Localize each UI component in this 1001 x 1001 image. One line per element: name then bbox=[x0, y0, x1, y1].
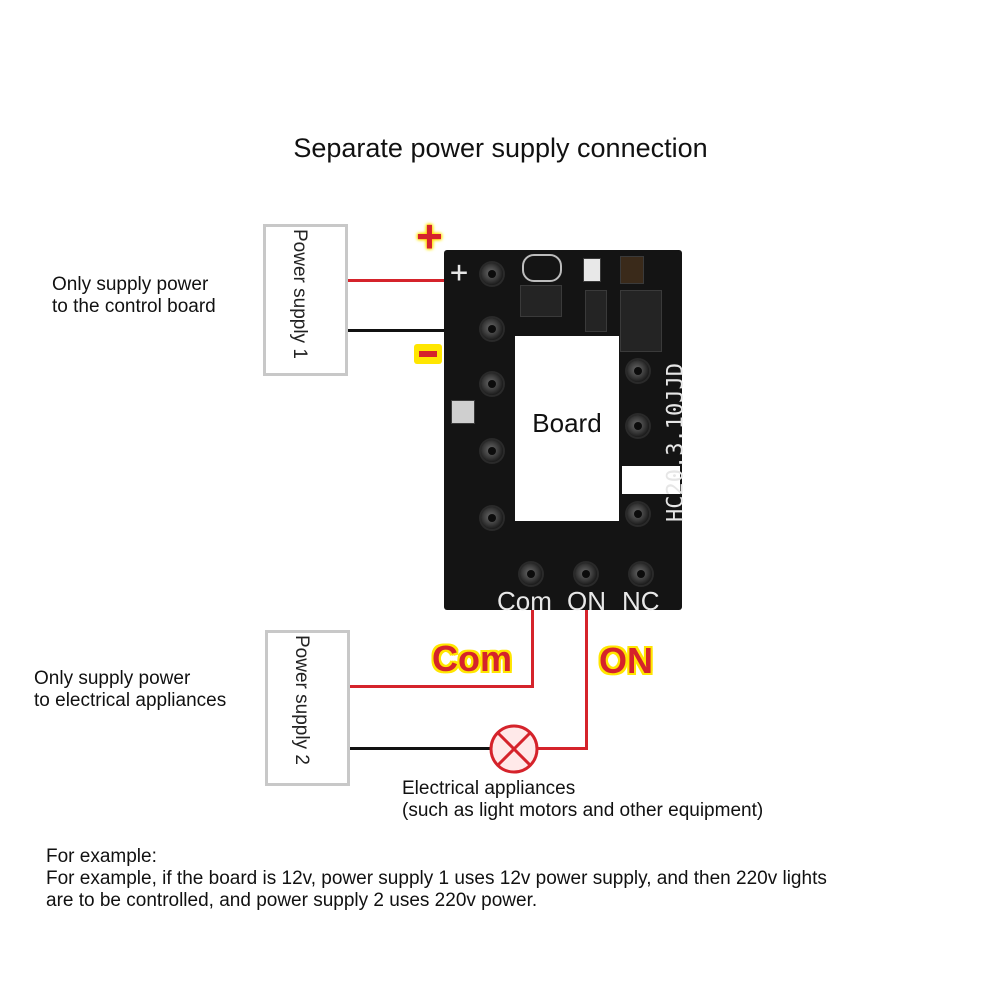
appliance-supply-note-line2: to electrical appliances bbox=[34, 690, 227, 711]
positive-terminal-marker: + bbox=[416, 210, 443, 262]
board-window bbox=[515, 336, 619, 521]
example-line2: are to be controlled, and power supply 2… bbox=[46, 890, 538, 911]
appliance-supply-note-line1: Only supply power bbox=[34, 668, 191, 689]
pin-label-nc: NC bbox=[622, 586, 660, 616]
board-pin-on bbox=[575, 563, 597, 585]
board-ic bbox=[620, 290, 662, 352]
lamp-icon bbox=[489, 724, 539, 774]
board-led bbox=[583, 258, 601, 282]
on-wire-horizontal bbox=[538, 747, 588, 750]
example-line1: For example, if the board is 12v, power … bbox=[46, 868, 827, 889]
board-label: Board bbox=[532, 408, 602, 438]
appliance-description-line2: (such as light motors and other equipmen… bbox=[402, 800, 764, 821]
appliance-supply-note: Only supply power to electrical applianc… bbox=[34, 668, 226, 712]
appliance-description-line1: Electrical appliances bbox=[402, 778, 576, 799]
control-supply-note: Only supply power to the control board bbox=[52, 274, 216, 318]
board-button bbox=[451, 400, 475, 424]
appliance-negative-wire bbox=[350, 747, 490, 750]
board-pin bbox=[481, 507, 503, 529]
board-label-pad bbox=[622, 466, 680, 494]
board-pin-com bbox=[520, 563, 542, 585]
control-supply-note-line1: Only supply power bbox=[52, 274, 209, 295]
on-wire-vertical bbox=[585, 610, 588, 750]
power-supply-1-label: Power supply 1 bbox=[289, 229, 310, 359]
board-regulator bbox=[520, 285, 562, 317]
com-wire-horizontal bbox=[350, 685, 534, 688]
com-callout: Com bbox=[432, 638, 512, 679]
board-pin bbox=[481, 440, 503, 462]
power-supply-1-box: Power supply 1 bbox=[263, 224, 348, 376]
com-wire-vertical bbox=[531, 610, 534, 688]
board-silk-plus: + bbox=[450, 255, 469, 290]
power-supply-2-label: Power supply 2 bbox=[291, 635, 312, 765]
board-resistor bbox=[620, 256, 644, 284]
appliance-description: Electrical appliances (such as light mot… bbox=[402, 778, 763, 822]
negative-terminal-marker bbox=[414, 344, 442, 364]
control-supply-note-line2: to the control board bbox=[52, 296, 216, 317]
board-silk-ring bbox=[522, 254, 562, 282]
board-pin bbox=[481, 373, 503, 395]
board-pin bbox=[627, 415, 649, 437]
board-pin bbox=[627, 360, 649, 382]
board-pin bbox=[627, 503, 649, 525]
pin-label-com: Com bbox=[497, 586, 552, 616]
control-positive-wire bbox=[348, 279, 444, 282]
on-callout: ON bbox=[599, 640, 653, 681]
control-negative-wire bbox=[348, 329, 444, 332]
example-heading: For example: bbox=[46, 846, 157, 867]
board-pin bbox=[481, 263, 503, 285]
board-model-silk: HC20.3.10JJD bbox=[663, 363, 689, 522]
diagram-title: Separate power supply connection bbox=[293, 133, 708, 163]
example-text: For example: For example, if the board i… bbox=[46, 846, 986, 912]
board-smd-1 bbox=[585, 290, 607, 332]
power-supply-2-box: Power supply 2 bbox=[265, 630, 350, 786]
board-pin bbox=[481, 318, 503, 340]
board-pin-nc bbox=[630, 563, 652, 585]
